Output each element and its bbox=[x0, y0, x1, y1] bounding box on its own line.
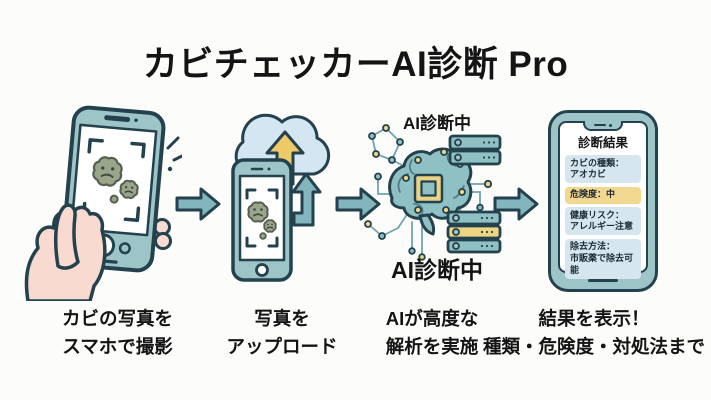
result-phone: 診断結果 カビの種類： アオカビ 危険度：中 健康リスク： アレルギー注意 除去… bbox=[548, 110, 658, 292]
ai-brain-icon bbox=[364, 124, 502, 261]
result-item-label: 健康リスク： bbox=[570, 209, 625, 220]
mold-blob-icon bbox=[247, 201, 277, 240]
hand-holding-phone-icon bbox=[24, 105, 188, 303]
brain-stem-icon bbox=[418, 213, 436, 236]
server-stack-bottom-icon bbox=[446, 210, 502, 254]
caption-line: 解析を実施 bbox=[385, 335, 479, 357]
step-caption-3: AIが高度な 解析を実施 bbox=[347, 305, 517, 361]
step-caption-4: 結果を表示！ 種類・危険度・対処法まで bbox=[477, 305, 711, 361]
result-item-value: アレルギー注意 bbox=[570, 221, 634, 232]
mold-blob-icon bbox=[92, 156, 139, 204]
notch-camera-icon bbox=[609, 123, 612, 127]
step-caption-1: カビの写真を スマホで撮影 bbox=[20, 305, 215, 361]
step-ai-analysis-illustration: AI診断中 AI診断中 bbox=[362, 96, 512, 301]
server-stack-top-icon bbox=[448, 134, 502, 166]
caption-line: 写真を bbox=[254, 308, 310, 329]
step-capture-illustration bbox=[22, 96, 188, 303]
flow-arrow-icon bbox=[175, 187, 221, 221]
ai-status-top-label: AI診断中 bbox=[403, 114, 471, 133]
thumb-icon bbox=[53, 203, 80, 270]
result-title: 診断結果 bbox=[577, 136, 628, 150]
viewfinder-icon bbox=[245, 188, 279, 248]
home-indicator-icon bbox=[588, 278, 618, 282]
result-item-value: 市販薬で除去可能 bbox=[570, 253, 634, 275]
caption-line: アップロード bbox=[226, 335, 338, 357]
result-items: カビの種類： アオカビ 危険度：中 健康リスク： アレルギー注意 除去方法： 市… bbox=[560, 151, 646, 279]
hand-icon bbox=[24, 203, 107, 303]
flow-arrow-icon bbox=[335, 187, 381, 221]
result-item-mold-type: カビの種類： アオカビ bbox=[565, 155, 641, 184]
result-item-label: カビの種類： bbox=[570, 157, 625, 168]
fingertips-icon bbox=[153, 218, 172, 250]
caption-line: AIが高度な bbox=[385, 308, 479, 329]
flip-camera-icon bbox=[118, 242, 131, 255]
phone-icon bbox=[231, 158, 293, 282]
caption-line: カビの写真を bbox=[61, 308, 173, 329]
notch-icon bbox=[583, 121, 623, 131]
page-title: カビチェッカーAI診断 Pro bbox=[142, 45, 569, 84]
step-upload-illustration bbox=[212, 96, 352, 301]
neural-network-icon bbox=[364, 124, 426, 261]
result-item-label: 危険度：中 bbox=[570, 189, 616, 200]
notch-speaker-icon bbox=[594, 123, 606, 127]
bent-arrow-icon bbox=[291, 172, 322, 227]
caption-line: 種類・危険度・対処法まで bbox=[482, 335, 705, 357]
chip-icon bbox=[413, 173, 444, 204]
camera-flash-marks-icon bbox=[166, 136, 188, 172]
upload-cloud-icon bbox=[231, 113, 331, 282]
result-item-removal-method: 除去方法： 市販薬で除去可能 bbox=[565, 238, 641, 279]
result-item-risk-level: 危険度：中 bbox=[565, 186, 641, 204]
caption-line: 結果を表示！ bbox=[538, 308, 650, 329]
ai-status-bottom-label: AI診断中 bbox=[391, 257, 483, 283]
brain-icon bbox=[388, 147, 473, 236]
result-item-health-risk: 健康リスク： アレルギー注意 bbox=[565, 207, 641, 236]
result-item-value: アオカビ bbox=[570, 169, 607, 180]
result-item-label: 除去方法： bbox=[570, 241, 616, 252]
caption-line: スマホで撮影 bbox=[62, 335, 173, 357]
step-caption-2: 写真を アップロード bbox=[197, 305, 367, 361]
result-screen: 診断結果 カビの種類： アオカビ 危険度：中 健康リスク： アレルギー注意 除去… bbox=[558, 121, 648, 279]
home-button-icon bbox=[255, 263, 269, 277]
flow-arrow-icon bbox=[493, 187, 539, 221]
